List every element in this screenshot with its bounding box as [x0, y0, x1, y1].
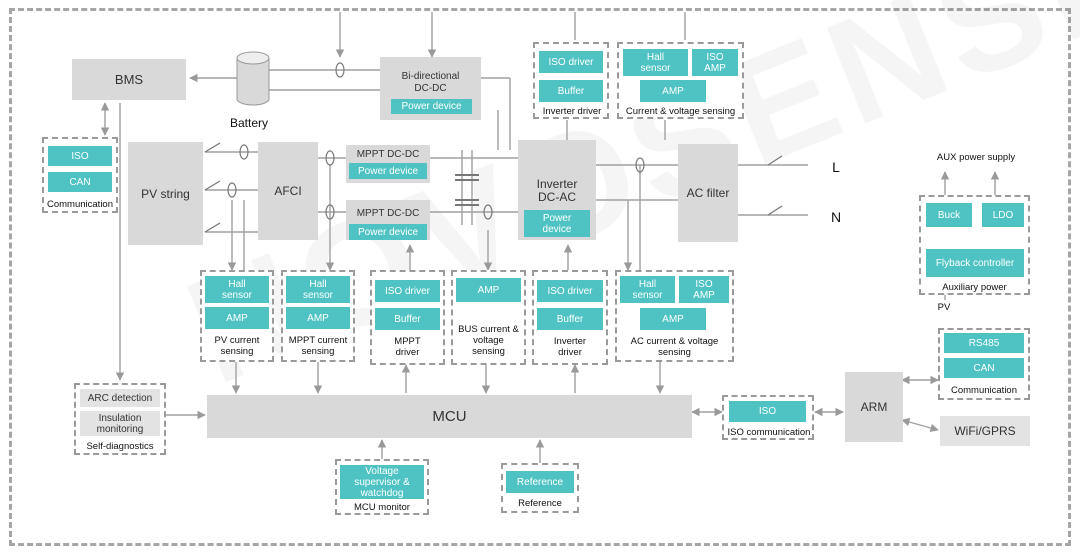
flyback-controller-block: Flyback controller	[926, 249, 1024, 277]
wifi-gprs-block: WiFi/GPRS	[940, 416, 1030, 446]
mppt1-power-device: Power device	[349, 163, 427, 179]
bidc-power-device: Power device	[391, 99, 472, 114]
buck-block: Buck	[926, 203, 972, 227]
arm-block: ARM	[845, 372, 903, 442]
mppt-iso-driver: ISO driver	[375, 280, 440, 302]
ac-amp: AMP	[640, 308, 706, 330]
comm-can-right: CAN	[944, 358, 1024, 378]
pv-current-sensing-label: PV current sensing	[214, 335, 260, 357]
mcu-block: MCU	[207, 395, 692, 438]
aux-power-supply-title: AUX power supply	[936, 152, 1016, 163]
comm-iso-left: ISO	[48, 146, 112, 166]
reference-block: Reference	[506, 471, 574, 493]
inverter-buffer: Buffer	[537, 308, 603, 330]
inv-buffer-top: Buffer	[539, 80, 603, 102]
ac-sensing-label: AC current & voltage sensing	[630, 336, 719, 358]
mcu-monitor-label: MCU monitor	[354, 502, 410, 513]
self-diagnostics-label: Self-diagnostics	[86, 441, 154, 452]
inverter-iso-driver: ISO driver	[537, 280, 603, 302]
cv-hall-sensor-top: Hall sensor	[623, 49, 688, 76]
iso-communication-label: ISO communication	[727, 427, 811, 438]
cv-amp-top: AMP	[640, 80, 706, 102]
battery-label: Battery	[229, 116, 268, 130]
ldo-block: LDO	[982, 203, 1024, 227]
mppt-hall-sensor: Hall sensor	[286, 276, 350, 303]
auxiliary-power-label: Auxiliary power	[942, 282, 1007, 293]
bus-amp: AMP	[456, 278, 521, 302]
ac-hall-sensor: Hall sensor	[620, 276, 675, 303]
voltage-supervisor-block: Voltage supervisor & watchdog	[340, 465, 424, 499]
cv-sensing-label-top: Current & voltage sensing	[625, 106, 736, 117]
inverter-power-device: Power device	[524, 210, 590, 237]
pv-amp: AMP	[205, 307, 269, 329]
iso-comm-block: ISO	[729, 401, 806, 422]
insulation-monitoring-block: Insulation monitoring	[80, 411, 160, 436]
bidirectional-dcdc-title: Bi-directional DC-DC	[401, 71, 460, 94]
mppt-driver-label: MPPT driver	[394, 336, 421, 358]
arc-detection-block: ARC detection	[80, 389, 160, 407]
bms-block: BMS	[72, 59, 186, 100]
mppt-current-sensing-label: MPPT current sensing	[288, 335, 348, 357]
bus-sensing-label: BUS current & voltage sensing	[458, 324, 519, 357]
inverter-dcac-title: Inverter DC-AC	[536, 177, 578, 204]
battery-icon	[236, 51, 270, 106]
communication-label-right: Communication	[951, 385, 1017, 396]
pv-hall-sensor: Hall sensor	[205, 276, 269, 303]
reference-label: Reference	[518, 498, 562, 509]
outer-frame	[9, 8, 1071, 546]
aux-pv-label: PV	[937, 302, 951, 313]
inv-iso-driver-top: ISO driver	[539, 51, 603, 73]
mppt-buffer: Buffer	[375, 308, 440, 330]
inverter-driver-label-top: Inverter driver	[542, 106, 602, 117]
line-L-label: L	[832, 159, 840, 175]
pv-string-block: PV string	[128, 142, 203, 245]
afci-block: AFCI	[258, 142, 318, 240]
ac-iso-amp: ISO AMP	[679, 276, 729, 303]
line-N-label: N	[830, 209, 842, 225]
mppt2-power-device: Power device	[349, 224, 427, 240]
cv-iso-amp-top: ISO AMP	[692, 49, 738, 76]
rs485-block: RS485	[944, 333, 1024, 353]
ac-filter-block: AC filter	[678, 144, 738, 242]
communication-label-left: Communication	[47, 199, 113, 210]
mppt-amp: AMP	[286, 307, 350, 329]
inverter-driver-label: Inverter driver	[553, 336, 587, 358]
comm-can-left: CAN	[48, 172, 112, 192]
